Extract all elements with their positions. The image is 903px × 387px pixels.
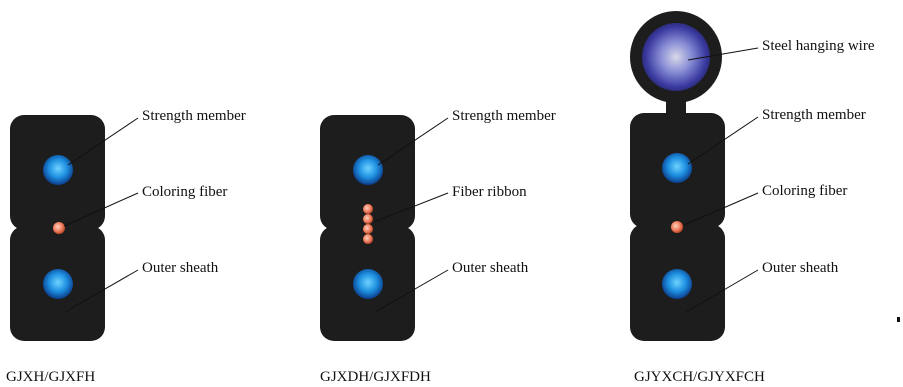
label-outer-sheath: Outer sheath (142, 260, 219, 276)
label-steel-hanging-wire: Steel hanging wire (762, 38, 875, 54)
coloring-fiber (671, 221, 683, 233)
ribbon-fiber (363, 224, 373, 234)
ribbon-fiber (363, 204, 373, 214)
caption: GJXDH/GJXFDH (320, 369, 431, 385)
cable-gjxh: Strength member Coloring fiber Outer she… (6, 108, 246, 385)
label-coloring-fiber: Coloring fiber (142, 184, 227, 200)
leader-line (67, 117, 139, 166)
label-outer-sheath: Outer sheath (452, 260, 529, 276)
steel-hanging-wire (642, 23, 710, 91)
leader-line (63, 192, 139, 227)
strength-member-lower (43, 269, 73, 299)
leader-line (687, 47, 759, 61)
label-outer-sheath: Outer sheath (762, 260, 839, 276)
label-strength-member: Strength member (762, 107, 866, 123)
leader-line (685, 269, 759, 313)
label-strength-member: Strength member (142, 108, 246, 124)
dot-mark (897, 317, 900, 322)
leader-line (683, 192, 759, 226)
fiber-ribbon (363, 204, 373, 244)
cable-gjyxch: Steel hanging wire Strength member Color… (630, 11, 875, 385)
strength-member-upper (353, 155, 383, 185)
leader-line (373, 192, 449, 223)
leader-line (374, 269, 449, 313)
strength-member-lower (662, 269, 692, 299)
cable-gjxdh: Strength member Fiber ribbon Outer sheat… (320, 108, 556, 385)
coloring-fiber (53, 222, 65, 234)
strength-member-lower (353, 269, 383, 299)
caption: GJXH/GJXFH (6, 369, 95, 385)
label-fiber-ribbon: Fiber ribbon (452, 184, 527, 200)
caption: GJYXCH/GJYXFCH (634, 369, 765, 385)
leader-line (687, 116, 759, 165)
label-strength-member: Strength member (452, 108, 556, 124)
label-coloring-fiber: Coloring fiber (762, 183, 847, 199)
leader-line (377, 117, 449, 166)
leader-line (64, 269, 139, 313)
ribbon-fiber (363, 214, 373, 224)
strength-member-upper (43, 155, 73, 185)
ribbon-fiber (363, 234, 373, 244)
strength-member-upper (662, 153, 692, 183)
